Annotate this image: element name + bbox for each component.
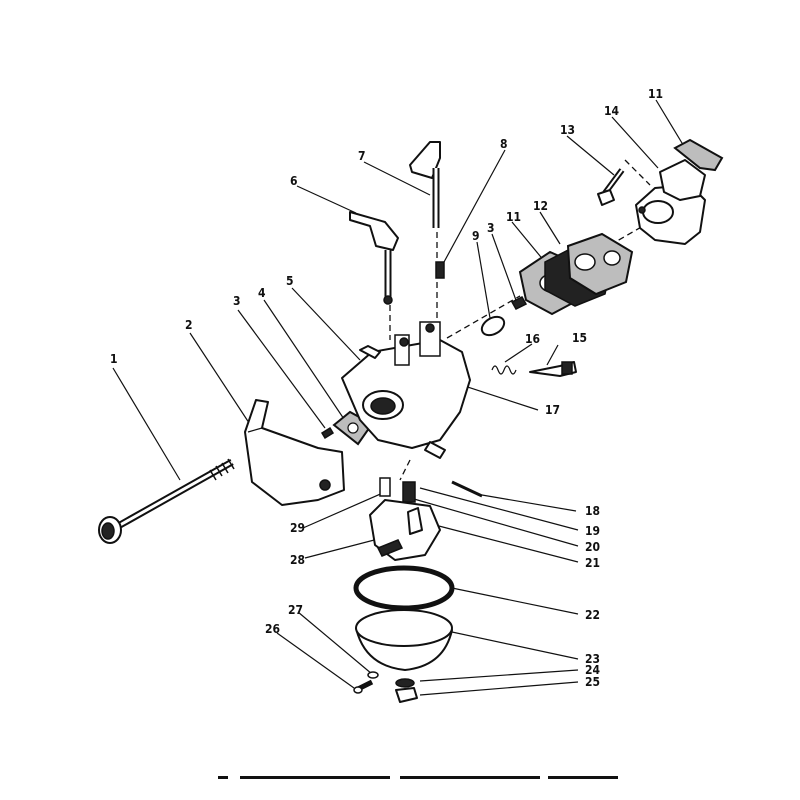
callout-21: 21 [585, 556, 600, 570]
callout-16: 16 [525, 332, 540, 346]
throttle-lever-part-7 [409, 141, 441, 228]
callout-18: 18 [585, 504, 600, 518]
callout-5: 5 [286, 274, 294, 288]
pin-part-18 [451, 480, 483, 498]
bolt-part-13 [597, 168, 625, 206]
leader-lines [112, 99, 686, 696]
callout-22: 22 [585, 608, 600, 622]
bolt-part-25 [395, 687, 418, 703]
screw-part-8 [435, 261, 445, 279]
callout-15: 15 [572, 331, 587, 345]
callout-1: 1 [110, 352, 118, 366]
bolt-part-1 [98, 458, 235, 544]
needle-part-15 [529, 361, 577, 377]
washer-part-27 [367, 671, 379, 679]
callout-26: 26 [265, 622, 280, 636]
callout-4: 4 [258, 286, 266, 300]
callout-3-b: 3 [487, 221, 495, 235]
choke-lever-part-6 [349, 211, 399, 305]
spacer-part-12 [544, 232, 634, 307]
gasket-part-11-upper [673, 138, 724, 172]
callout-19: 19 [585, 524, 600, 538]
callout-7: 7 [358, 149, 366, 163]
carburetor-body-part-5 [341, 321, 471, 459]
bracket-part-2 [244, 399, 345, 506]
screw-part-3-left [320, 426, 335, 440]
seat-part-20 [402, 481, 416, 503]
callout-2: 2 [185, 318, 193, 332]
callout-9: 9 [472, 229, 480, 243]
title-fragment [218, 776, 618, 779]
callout-24: 24 [585, 663, 601, 677]
callout-14: 14 [604, 104, 620, 118]
hinge-pin-part-28 [376, 539, 404, 557]
callout-11-a: 11 [506, 210, 521, 224]
valve-part-19 [379, 477, 391, 497]
gasket-part-24 [395, 678, 415, 688]
callout-23: 23 [585, 652, 600, 666]
callout-6: 6 [290, 174, 298, 188]
callout-29: 29 [290, 521, 305, 535]
spring-part-16 [491, 365, 517, 375]
screw-part-26 [353, 679, 374, 694]
screw-part-3-right [510, 296, 528, 310]
callout-17: 17 [545, 403, 560, 417]
callout-8: 8 [500, 137, 508, 151]
callout-27: 27 [288, 603, 303, 617]
callout-25: 25 [585, 675, 600, 689]
throttle-disc-part-9 [480, 315, 506, 337]
callout-13: 13 [560, 123, 575, 137]
callout-labels: 1 2 3 4 5 6 7 8 9 11 12 3 11 13 14 16 15… [110, 87, 663, 689]
callout-11-b: 11 [648, 87, 663, 101]
callout-3: 3 [233, 294, 241, 308]
assembly-guides [389, 159, 651, 481]
callout-20: 20 [585, 540, 600, 554]
elbow-part-14 [635, 159, 706, 245]
callout-28: 28 [290, 553, 305, 567]
bowl-part-23 [355, 609, 453, 671]
oring-part-22 [353, 565, 455, 611]
callout-12: 12 [533, 199, 548, 213]
